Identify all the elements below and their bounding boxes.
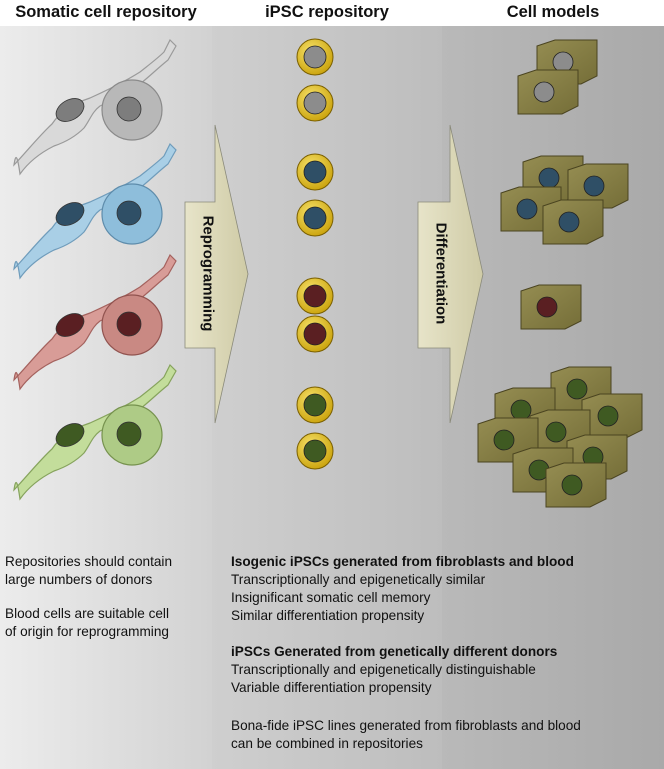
donors-item-1: Transcriptionally and epigenetically dis…	[231, 662, 536, 677]
model-cells	[477, 39, 643, 508]
ipsc-green-2	[296, 432, 334, 470]
model-green-2-nucleus	[510, 399, 532, 421]
model-blue-1-nucleus	[538, 167, 560, 189]
left-note-line-4: of origin for reprogramming	[5, 624, 169, 639]
ipsc-nucleus-green-2	[303, 439, 327, 463]
model-green-8-nucleus	[561, 474, 583, 496]
ipsc-grey-1	[296, 38, 334, 76]
blood-nucleus-green	[116, 421, 142, 447]
reprogramming-label: Reprogramming	[199, 215, 217, 332]
fibroblast-nucleus-grey	[55, 98, 85, 122]
left-note-line-2: large numbers of donors	[5, 572, 153, 587]
model-blue-4-nucleus	[558, 211, 580, 233]
model-green-8	[545, 462, 607, 508]
blood-nucleus-blue	[116, 200, 142, 226]
bona-fide-line-1: Bona-fide iPSC lines generated from fibr…	[231, 718, 581, 733]
model-blue-2	[567, 163, 629, 209]
donors-heading: iPSCs Generated from genetically differe…	[231, 644, 558, 659]
model-green-1-nucleus	[566, 378, 588, 400]
fibroblast-nucleus-blue	[55, 202, 85, 226]
reprogramming-arrow	[184, 124, 249, 424]
isogenic-item-3: Similar differentiation propensity	[231, 608, 425, 623]
ipsc-nucleus-red-1	[303, 284, 327, 308]
somatic-panel	[0, 26, 212, 769]
donors-item-2: Variable differentiation propensity	[231, 680, 432, 695]
ipsc-nucleus-blue-2	[303, 206, 327, 230]
model-green-3-nucleus	[597, 405, 619, 427]
ipsc-cells	[296, 38, 334, 470]
ipsc-nucleus-green-1	[303, 393, 327, 417]
fibroblast-grey	[13, 38, 177, 176]
fibroblast-nucleus-red	[55, 313, 85, 337]
fibroblast-green	[13, 363, 177, 501]
model-grey-1-nucleus	[552, 51, 574, 73]
ipsc-red-2	[296, 315, 334, 353]
model-blue-4	[542, 199, 604, 245]
isogenic-item-2: Insignificant somatic cell memory	[231, 590, 431, 605]
fibroblast-blue	[13, 142, 177, 280]
fibroblast-nucleus-green	[55, 423, 85, 447]
ipsc-grey-2	[296, 84, 334, 122]
blood-nucleus-red	[116, 311, 142, 337]
ipsc-blue-2	[296, 199, 334, 237]
ipsc-green-1	[296, 386, 334, 424]
ipsc-nucleus-red-2	[303, 322, 327, 346]
model-blue-2-nucleus	[583, 175, 605, 197]
model-red-1-nucleus	[536, 296, 558, 318]
models-column-title: Cell models	[506, 3, 600, 21]
bona-fide-line-2: can be combined in repositories	[231, 736, 423, 751]
ipsc-nucleus-grey-2	[303, 91, 327, 115]
differentiation-label: Differentiation	[432, 222, 450, 325]
fibroblast-cells	[13, 38, 177, 501]
ipsc-blue-1	[296, 153, 334, 191]
model-grey-2	[517, 69, 579, 115]
differentiation-arrow	[417, 124, 484, 424]
isogenic-heading: Isogenic iPSCs generated from fibroblast…	[231, 554, 574, 569]
ipsc-nucleus-blue-1	[303, 160, 327, 184]
ipsc-nucleus-grey-1	[303, 45, 327, 69]
model-grey-2-nucleus	[533, 81, 555, 103]
fibroblast-red	[13, 253, 177, 391]
model-red-1	[520, 284, 582, 330]
model-green-5	[477, 417, 539, 463]
left-note-line-1: Repositories should contain	[5, 554, 173, 569]
blood-nucleus-grey	[116, 96, 142, 122]
somatic-column-title: Somatic cell repository	[15, 3, 197, 21]
model-green-4-nucleus	[545, 421, 567, 443]
left-note-line-3: Blood cells are suitable cell	[5, 606, 169, 621]
ipsc-red-1	[296, 277, 334, 315]
isogenic-item-1: Transcriptionally and epigenetically sim…	[231, 572, 486, 587]
model-green-3	[581, 393, 643, 439]
ipsc-column-title: iPSC repository	[265, 3, 389, 21]
model-green-5-nucleus	[493, 429, 515, 451]
model-blue-3-nucleus	[516, 198, 538, 220]
